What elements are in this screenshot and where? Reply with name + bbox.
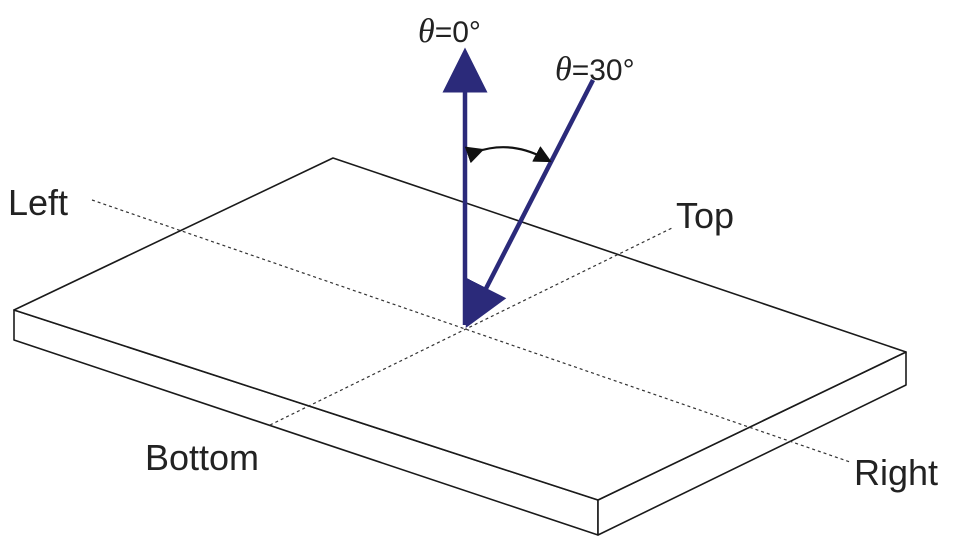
angle-arc — [464, 146, 552, 164]
theta-symbol-oblique: θ — [555, 51, 572, 88]
normal-angle-value: =0° — [435, 16, 481, 49]
right-label: Right — [854, 452, 938, 493]
left-right-axis — [91, 199, 851, 463]
bottom-label: Bottom — [145, 437, 259, 478]
oblique-angle-value: =30° — [572, 54, 635, 87]
left-label: Left — [8, 182, 68, 223]
normal-angle-label: θ=0° — [418, 13, 481, 50]
oblique-angle-label: θ=30° — [555, 51, 635, 88]
top-label: Top — [676, 195, 734, 236]
plate-top-face — [13, 157, 907, 501]
oblique-incidence-arrow — [465, 78, 596, 329]
theta-symbol-normal: θ — [418, 13, 435, 50]
